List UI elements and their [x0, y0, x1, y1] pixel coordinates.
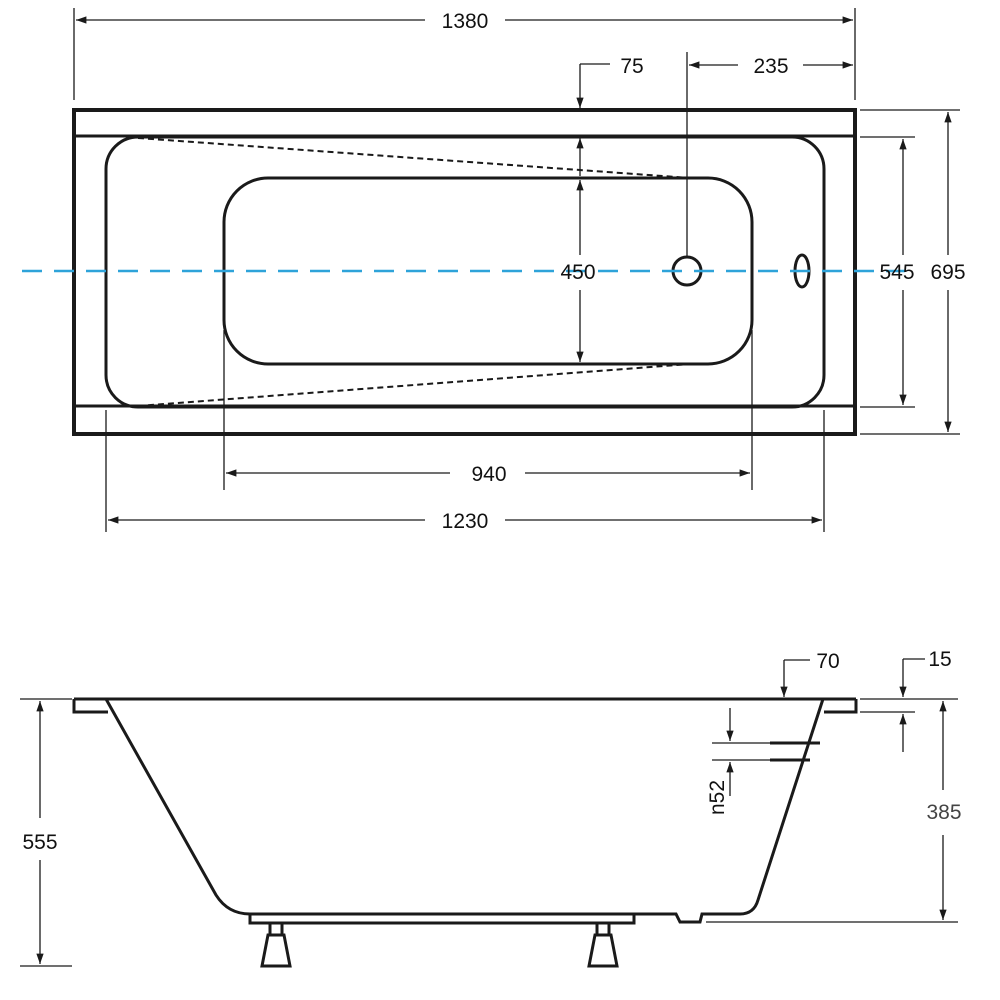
side-rim-left: [72, 699, 108, 714]
outlet-edge-distance-label: 235: [753, 55, 788, 78]
backrest-slope-bottom: [137, 363, 691, 407]
rim-width-label: 70: [816, 650, 839, 673]
side-rim-right: [824, 699, 858, 714]
inner-depth-label: 385: [926, 801, 961, 824]
overall-width-label: 695: [930, 261, 965, 284]
right-foot-icon: [587, 921, 619, 968]
outlet-offset-label: 75: [620, 55, 643, 78]
top-view: 1380 75 235 450 545 695 940: [22, 8, 966, 533]
bottom-length-label: 940: [471, 463, 506, 486]
left-foot-icon: [260, 921, 292, 968]
rim-thickness-label: 15: [928, 648, 951, 671]
rim-inner-width-label: 545: [879, 261, 914, 284]
overall-height-label: 555: [22, 831, 57, 854]
backrest-slope-top: [137, 137, 691, 179]
inner-length-label: 1230: [442, 510, 489, 533]
support-frame: [248, 912, 636, 925]
side-view: n52 70 15 385 555: [20, 648, 962, 968]
overflow-diameter-label: n52: [706, 780, 729, 815]
overall-length-label: 1380: [442, 10, 489, 33]
inner-width-label: 450: [560, 261, 595, 284]
tub-body-profile: [104, 698, 825, 924]
